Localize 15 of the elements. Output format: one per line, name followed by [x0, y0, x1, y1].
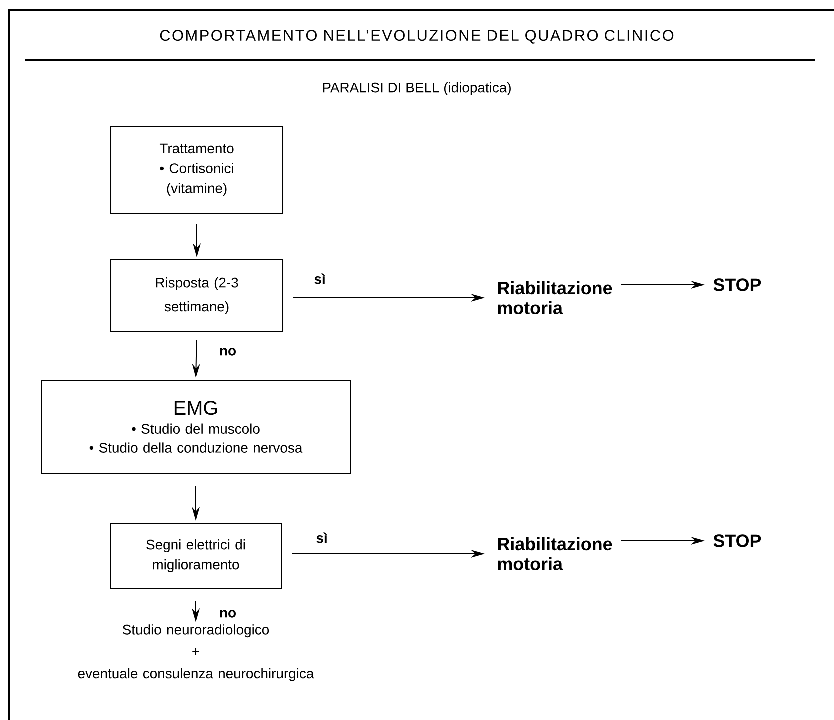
process-box: EMG • Studio del muscolo • Studio della conduzione nervosa: [41, 380, 351, 474]
outcome-text: Studio neuroradiologico + eventuale consulenza neurochirurgica: [78, 624, 314, 682]
subtitle: PARALISI DI BELL (idiopatica): [323, 82, 511, 96]
edge-label: sì: [315, 532, 329, 544]
outcome-text: STOP: [714, 278, 762, 292]
process-box: Risposta (2-3 settimane): [110, 260, 284, 332]
edge-label: no: [218, 609, 238, 619]
process-box: Segni elettrici di miglioramento: [110, 523, 282, 589]
title: COMPORTAMENTO NELL’EVOLUZIONE DEL QUADRO CLINICO: [160, 30, 674, 44]
edge-label: no: [218, 347, 238, 357]
outcome-text: Riabilitazione motoria: [498, 537, 612, 571]
outcome-text: Riabilitazione motoria: [498, 281, 612, 315]
process-box: Trattamento • Cortisonici (vitamine): [110, 126, 284, 214]
outcome-text: STOP: [714, 534, 762, 548]
edge-label: sì: [313, 272, 327, 286]
